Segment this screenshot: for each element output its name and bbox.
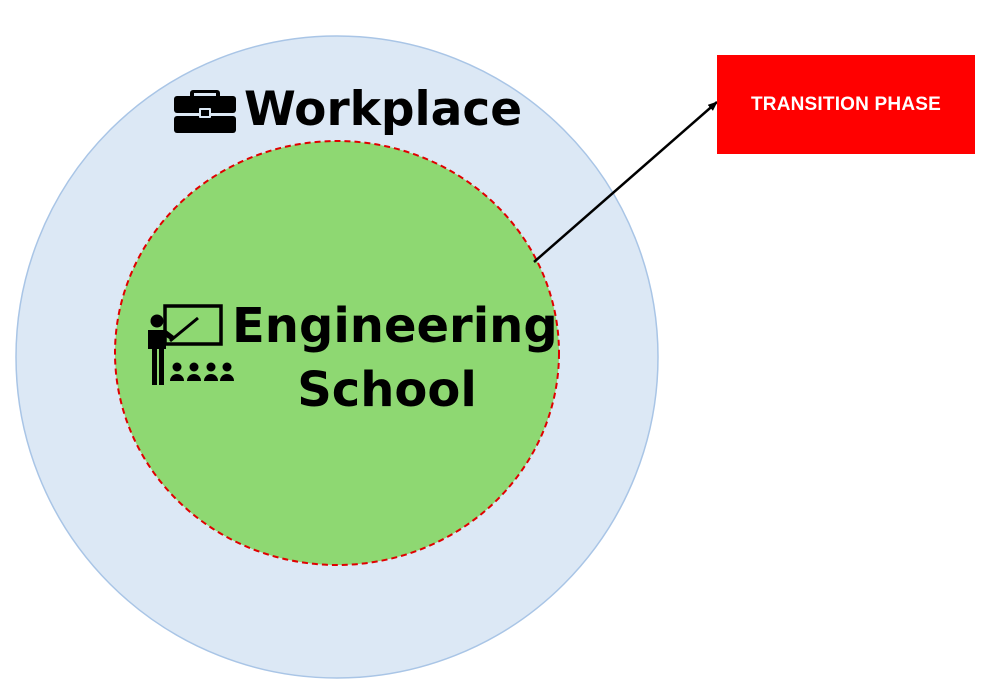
engineering-school-line-2: School [297,362,477,418]
engineering-school-circle [114,140,560,566]
engineering-school-line-1: Engineering [232,298,558,354]
transition-phase-label: TRANSITION PHASE [750,93,942,115]
briefcase-icon [174,90,236,133]
teacher-classroom-icon [148,304,234,385]
workplace-label: Workplace [244,82,523,137]
transition-phase-box: TRANSITION PHASE [717,55,975,154]
engineering-school-label: Engineering School [232,294,558,422]
transition-arrow [533,101,718,263]
